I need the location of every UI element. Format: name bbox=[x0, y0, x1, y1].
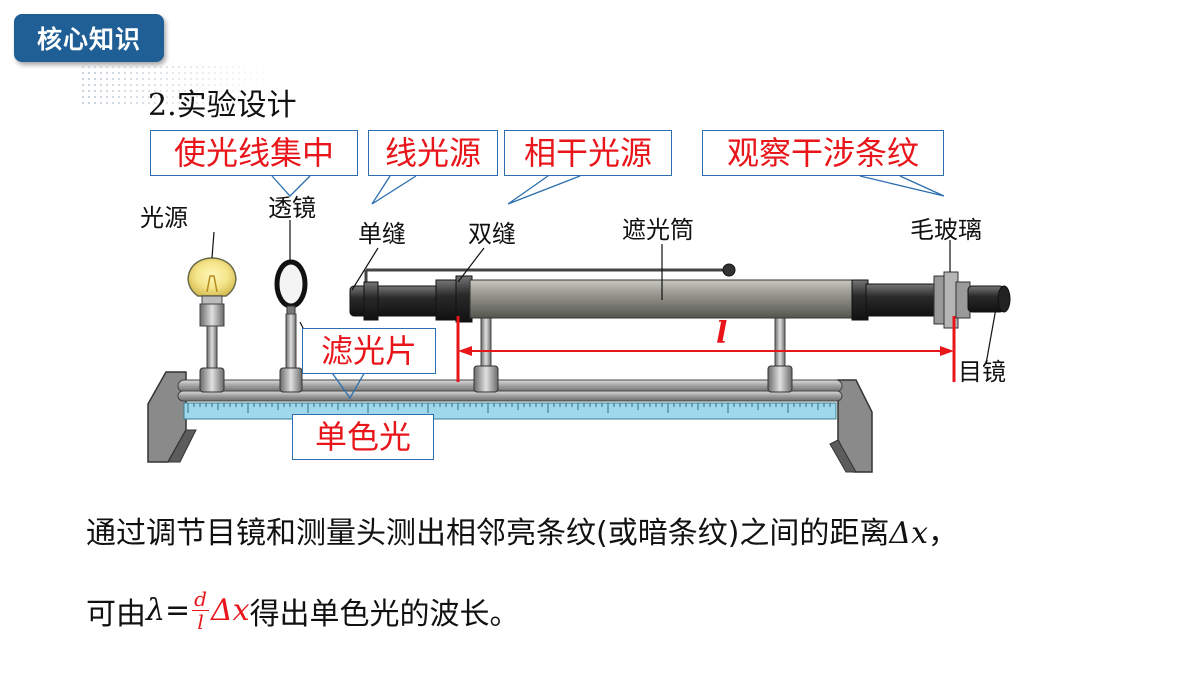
callout-line-source: 线光源 bbox=[368, 130, 498, 176]
callout-filter: 滤光片 bbox=[302, 328, 436, 374]
line1-end: ， bbox=[928, 516, 959, 551]
section-title: 2.实验设计 bbox=[148, 88, 297, 123]
delta-x-red: Δx bbox=[210, 593, 250, 628]
line2-start: 可由 bbox=[86, 596, 146, 632]
callout-connectors bbox=[271, 175, 945, 400]
fraction-denominator: l bbox=[197, 610, 204, 634]
line2-end: 得出单色光的波长。 bbox=[249, 596, 520, 632]
callout-coherent-source: 相干光源 bbox=[504, 130, 672, 176]
dot-pattern-decoration bbox=[80, 64, 280, 104]
lens bbox=[274, 259, 308, 393]
bench-scale bbox=[183, 402, 837, 420]
label-single-slit: 单缝 bbox=[358, 220, 406, 248]
lambda-symbol: λ bbox=[146, 593, 166, 628]
section-badge: 核心知识 bbox=[14, 14, 164, 62]
slit-to-screen-distance bbox=[456, 316, 956, 382]
label-double-slit: 双缝 bbox=[468, 220, 516, 248]
line1-main-text: 通过调节目镜和测量头测出相邻亮条纹(或暗条纹)之间的距离 bbox=[86, 516, 890, 551]
fraction-d-over-l: d l bbox=[192, 588, 209, 633]
delta-x-symbol: Δx bbox=[889, 516, 929, 551]
callout-concentrate-light: 使光线集中 bbox=[150, 130, 358, 176]
light-bulb bbox=[187, 257, 237, 393]
label-light-source: 光源 bbox=[140, 204, 188, 232]
label-shade-tube: 遮光筒 bbox=[622, 216, 694, 244]
optical-bench-base bbox=[147, 371, 873, 473]
explanation-line-2: 可由 λ = d l Δx 得出单色光的波长。 bbox=[86, 588, 520, 633]
label-lens: 透镜 bbox=[268, 194, 316, 222]
shade-tube bbox=[349, 271, 1011, 329]
equals-sign: = bbox=[165, 593, 191, 628]
callout-observe-fringes: 观察干涉条纹 bbox=[702, 130, 944, 176]
label-length-l: l bbox=[716, 316, 728, 351]
callout-monochromatic: 单色光 bbox=[292, 414, 434, 460]
label-eyepiece: 目镜 bbox=[958, 358, 1006, 386]
explanation-line-1: 通过调节目镜和测量头测出相邻亮条纹(或暗条纹)之间的距离Δx， bbox=[86, 508, 958, 552]
fraction-numerator: d bbox=[192, 587, 209, 611]
bench-rails bbox=[177, 379, 843, 402]
label-frosted-glass: 毛玻璃 bbox=[910, 216, 982, 244]
